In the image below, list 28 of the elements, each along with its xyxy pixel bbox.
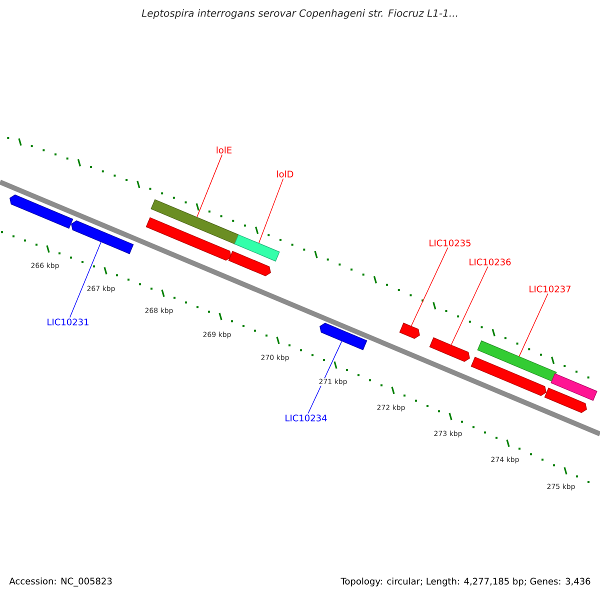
gene-feature xyxy=(228,250,271,276)
gene-feature xyxy=(71,220,134,254)
leader-line xyxy=(196,154,222,218)
gene-label: lolD xyxy=(277,170,294,178)
gene-feature xyxy=(399,322,420,339)
gene-feature xyxy=(146,217,232,261)
gene-feature xyxy=(470,356,546,396)
gene-feature xyxy=(550,373,598,401)
gene-label: LIC10236 xyxy=(470,258,511,266)
gene-label: LIC10235 xyxy=(430,240,470,246)
leader-line xyxy=(518,293,548,357)
summary-text: Topology: circular; Length: 4,277,185 bp; Genes: 3,436 xyxy=(340,578,590,586)
leader-line xyxy=(258,178,284,244)
gene-feature xyxy=(477,340,557,382)
gene-label: LIC10237 xyxy=(530,286,571,292)
leader-line xyxy=(410,247,448,326)
gene-label: lolE xyxy=(216,146,232,154)
gene-feature xyxy=(320,322,368,350)
gene-label: LIC10231 xyxy=(48,318,88,326)
gene-feature xyxy=(429,337,470,362)
leader-line xyxy=(450,266,488,346)
gene-label: LIC10234 xyxy=(286,414,327,422)
accession-text: Accession: NC_005823 xyxy=(9,578,112,586)
gene-feature xyxy=(544,388,587,413)
leader-line xyxy=(308,340,342,414)
title: Leptospira interrogans serovar Copenhageni str. Fiocruz L1-1... xyxy=(142,9,458,19)
leader-line xyxy=(70,242,102,318)
gene-feature xyxy=(10,194,74,229)
